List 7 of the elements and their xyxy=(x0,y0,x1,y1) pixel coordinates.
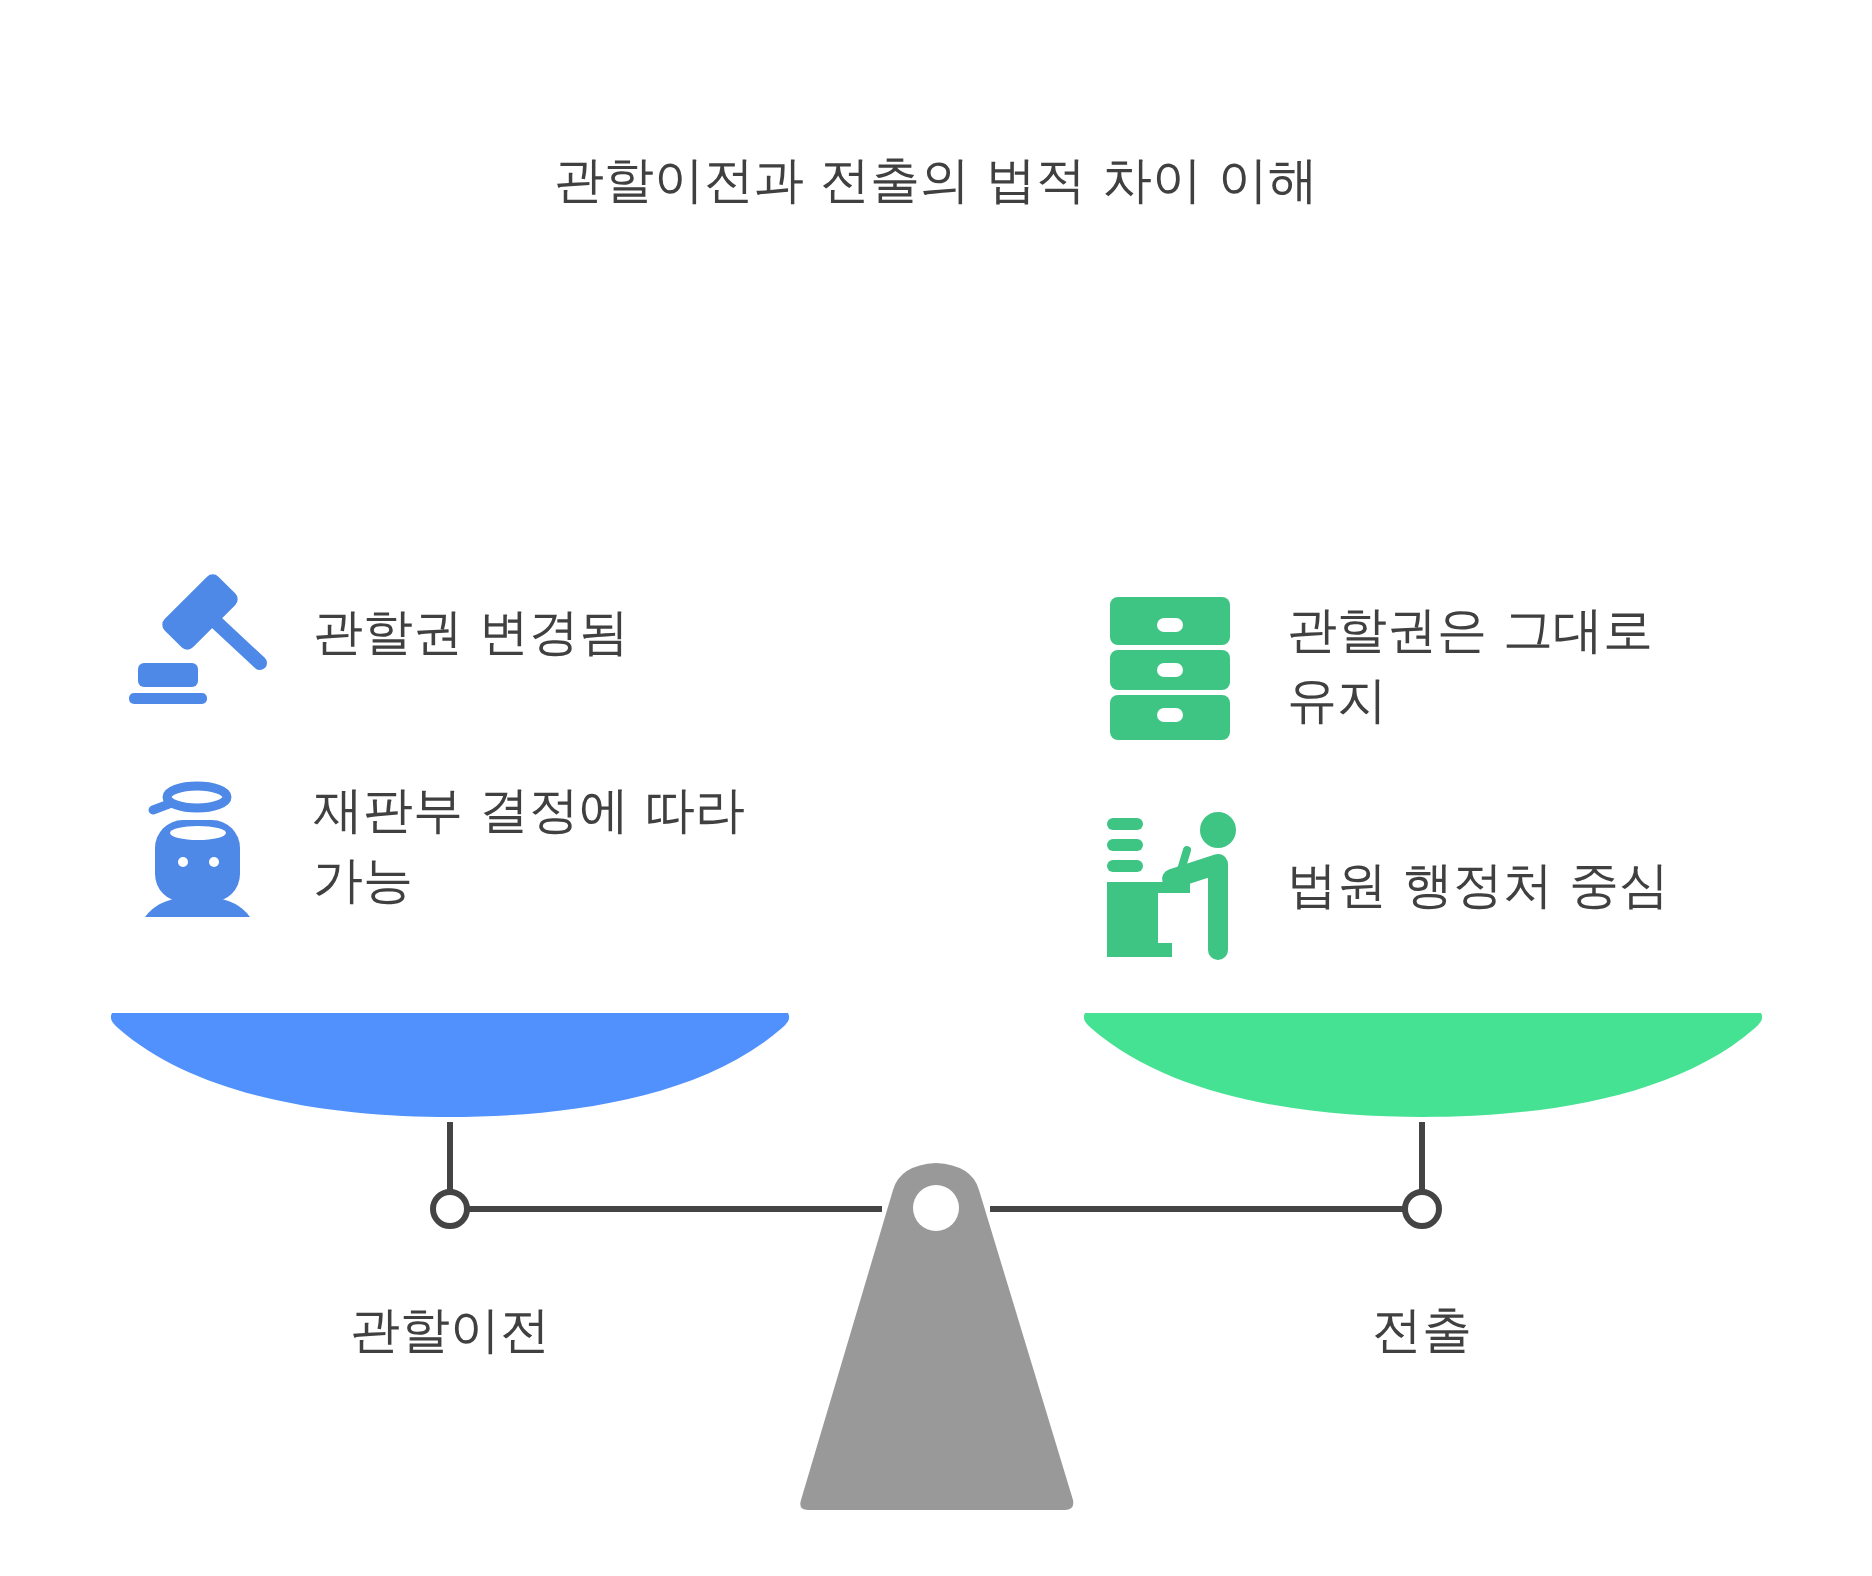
item-text: 법원 행정처 중심 xyxy=(1287,855,1669,916)
pan-label: 전출 xyxy=(1371,1300,1473,1361)
pan-label: 관할이전 xyxy=(349,1300,551,1361)
title: 관할이전과 전출의 법적 차이 이해 xyxy=(553,150,1319,210)
item-text: 관할권은 그대로 유지 xyxy=(1287,600,1654,731)
item-text: 재판부 결정에 따라 가능 xyxy=(313,780,746,911)
item-text: 관할권 변경됨 xyxy=(313,602,629,663)
